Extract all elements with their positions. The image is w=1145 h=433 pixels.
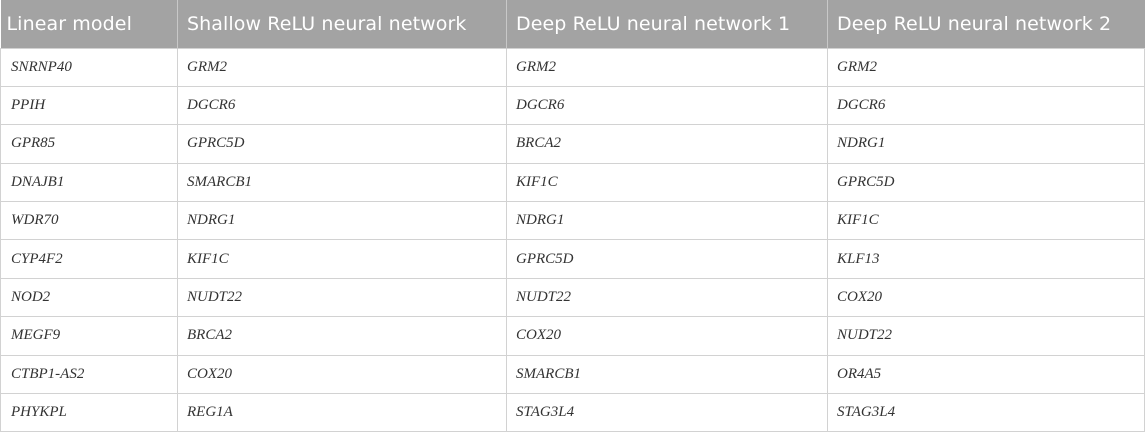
table-cell: GRM2	[177, 47, 507, 87]
table-row: PHYKPL REG1A STAG3L4 STAG3L4	[0, 393, 1145, 433]
table-cell: GPRC5D	[827, 162, 1145, 203]
table-cell: SMARCB1	[506, 354, 828, 395]
header-linear-model: Linear model	[0, 0, 178, 48]
table-row: DNAJB1 SMARCB1 KIF1C GPRC5D	[0, 162, 1145, 203]
header-deep-relu-2: Deep ReLU neural network 2	[827, 0, 1145, 48]
table-row: PPIH DGCR6 DGCR6 DGCR6	[0, 85, 1145, 126]
table-cell: NDRG1	[177, 201, 507, 241]
table-cell: REG1A	[177, 393, 507, 433]
table-row: WDR70 NDRG1 NDRG1 KIF1C	[0, 201, 1145, 241]
table-cell: NUDT22	[177, 277, 507, 318]
table-cell: COX20	[827, 277, 1145, 318]
table-cell: GRM2	[506, 47, 828, 87]
table-cell: STAG3L4	[827, 393, 1145, 433]
header-shallow-relu: Shallow ReLU neural network	[177, 0, 507, 48]
table-row: MEGF9 BRCA2 COX20 NUDT22	[0, 316, 1145, 356]
table-cell: CYP4F2	[0, 239, 178, 279]
table-cell: GPRC5D	[177, 124, 507, 164]
table-cell: NUDT22	[506, 277, 828, 318]
table-cell: KIF1C	[506, 162, 828, 203]
header-row: Linear model Shallow ReLU neural network…	[0, 0, 1145, 48]
table-cell: PPIH	[0, 85, 178, 126]
table-cell: MEGF9	[0, 316, 178, 356]
table-cell: PHYKPL	[0, 393, 178, 433]
table-cell: GPRC5D	[506, 239, 828, 279]
table-cell: DNAJB1	[0, 162, 178, 203]
table-cell: COX20	[506, 316, 828, 356]
table-cell: BRCA2	[506, 124, 828, 164]
table-cell: DGCR6	[177, 85, 507, 126]
table-cell: WDR70	[0, 201, 178, 241]
table-cell: SMARCB1	[177, 162, 507, 203]
table-row: NOD2 NUDT22 NUDT22 COX20	[0, 277, 1145, 318]
table-row: CTBP1-AS2 COX20 SMARCB1 OR4A5	[0, 354, 1145, 395]
table-cell: NUDT22	[827, 316, 1145, 356]
table-cell: CTBP1-AS2	[0, 354, 178, 395]
table-cell: NDRG1	[506, 201, 828, 241]
table-header: Linear model Shallow ReLU neural network…	[0, 0, 1145, 48]
table-row: CYP4F2 KIF1C GPRC5D KLF13	[0, 239, 1145, 279]
table-cell: COX20	[177, 354, 507, 395]
table-cell: STAG3L4	[506, 393, 828, 433]
table-cell: SNRNP40	[0, 47, 178, 87]
table-cell: KLF13	[827, 239, 1145, 279]
table-cell: DGCR6	[827, 85, 1145, 126]
table-cell: GPR85	[0, 124, 178, 164]
table-cell: NDRG1	[827, 124, 1145, 164]
table-cell: KIF1C	[827, 201, 1145, 241]
table-row: GPR85 GPRC5D BRCA2 NDRG1	[0, 124, 1145, 164]
table-cell: OR4A5	[827, 354, 1145, 395]
table-row: SNRNP40 GRM2 GRM2 GRM2	[0, 47, 1145, 87]
table-cell: GRM2	[827, 47, 1145, 87]
table-cell: DGCR6	[506, 85, 828, 126]
table-cell: KIF1C	[177, 239, 507, 279]
table-body: SNRNP40 GRM2 GRM2 GRM2 PPIH DGCR6 DGCR6 …	[0, 47, 1145, 433]
table-cell: NOD2	[0, 277, 178, 318]
header-deep-relu-1: Deep ReLU neural network 1	[506, 0, 828, 48]
table-cell: BRCA2	[177, 316, 507, 356]
